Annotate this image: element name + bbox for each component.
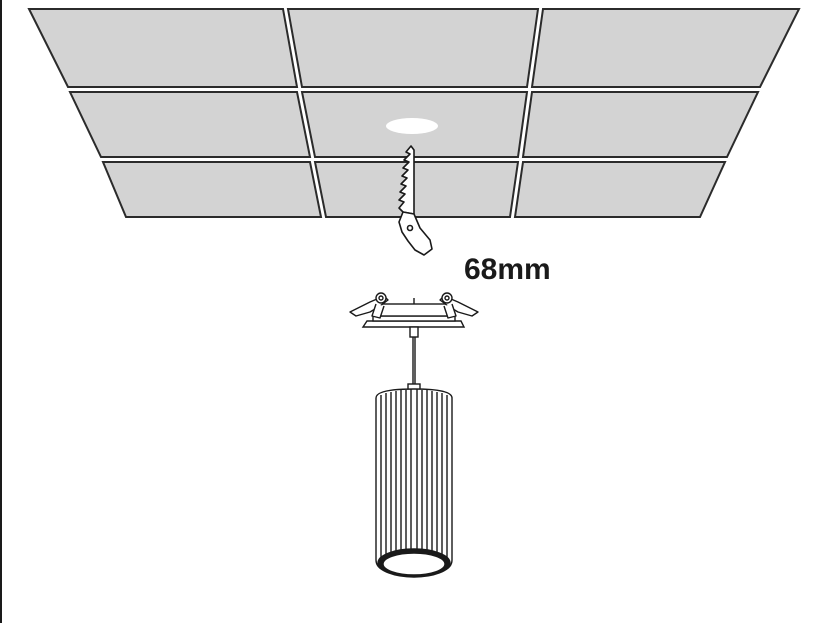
ceiling-tile bbox=[27, 8, 299, 88]
suspension-rod bbox=[407, 326, 421, 391]
ceiling-tile bbox=[101, 161, 323, 218]
spring-clip-left-icon bbox=[349, 292, 389, 319]
ceiling-tile bbox=[513, 161, 727, 218]
drywall-saw-icon bbox=[398, 145, 433, 256]
ceiling-tile bbox=[286, 8, 540, 88]
ceiling-tile bbox=[530, 8, 801, 88]
ceiling-tile bbox=[313, 161, 520, 218]
ceiling-tile bbox=[68, 91, 312, 158]
pendant-light-cylinder bbox=[375, 388, 453, 578]
ceiling-cutout-hole bbox=[386, 118, 438, 134]
ceiling-grid bbox=[27, 8, 801, 218]
spring-clip-right-icon bbox=[439, 292, 479, 319]
ceiling-tile bbox=[521, 91, 760, 158]
cutout-size-label: 68mm bbox=[464, 253, 551, 286]
